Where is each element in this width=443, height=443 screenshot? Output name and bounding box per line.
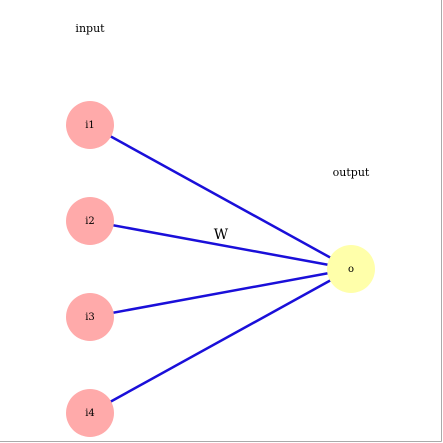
input-node-label: i2 — [85, 216, 95, 227]
edge-i4-o — [89, 267, 352, 415]
edge-i3-o — [89, 267, 352, 319]
input-node-circle — [66, 101, 114, 149]
output-node-label: o — [348, 264, 354, 275]
input-node-i4: i4 — [66, 389, 114, 437]
input-node-i2: i2 — [66, 197, 114, 245]
output-layer-label: output — [333, 166, 370, 179]
input-node-circle — [66, 197, 114, 245]
input-node-circle — [66, 389, 114, 437]
output-node-o: o — [327, 245, 375, 293]
input-node-circle — [66, 293, 114, 341]
edge-i1-o — [89, 123, 352, 271]
edge-i2-o — [89, 219, 352, 271]
input-node-label: i4 — [85, 408, 95, 419]
edges — [89, 123, 352, 415]
input-node-label: i3 — [85, 312, 95, 323]
input-node-i1: i1 — [66, 101, 114, 149]
input-node-label: i1 — [85, 120, 95, 131]
input-node-i3: i3 — [66, 293, 114, 341]
output-node-circle — [327, 245, 375, 293]
input-layer-label: input — [75, 22, 105, 35]
weight-label: W — [214, 227, 229, 243]
